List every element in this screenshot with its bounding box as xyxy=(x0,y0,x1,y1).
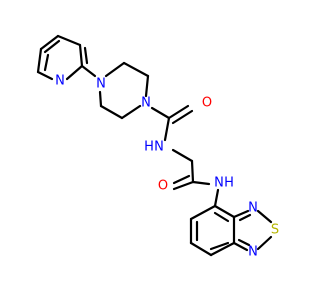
bond xyxy=(213,188,220,208)
bond xyxy=(232,209,250,219)
atom-label-layer: N N N O H N O N H N S N xyxy=(55,74,279,260)
bond xyxy=(171,148,194,163)
bond xyxy=(36,70,54,81)
bond xyxy=(213,204,236,219)
piperazine-nitrogen-label-top: N xyxy=(96,77,106,92)
bond xyxy=(189,204,217,221)
bond xyxy=(83,46,89,65)
amide-nitrogen-label-top: N xyxy=(154,140,164,155)
bond xyxy=(78,43,84,68)
bond xyxy=(256,235,273,251)
bond xyxy=(43,53,50,72)
bond xyxy=(163,116,171,142)
bond xyxy=(80,64,97,78)
thiadiazole-sulfur-label: S xyxy=(271,223,279,238)
bond xyxy=(98,90,103,108)
bond xyxy=(36,47,43,74)
bond xyxy=(213,211,230,223)
bond xyxy=(120,104,142,120)
bond xyxy=(172,180,195,191)
bond-layer xyxy=(36,34,273,257)
bond xyxy=(65,64,84,81)
thiadiazole-nitrogen-label-bottom: N xyxy=(248,245,258,260)
bond xyxy=(190,159,195,184)
amide-nitrogen-label-bottom: N xyxy=(214,176,224,191)
bond xyxy=(144,74,150,98)
bond xyxy=(209,241,236,257)
carbonyl-oxygen-label-top: O xyxy=(202,96,212,111)
molecule-structure-diagram: N N N O H N O N H N S N xyxy=(36,34,279,260)
piperazine-nitrogen-label-bottom: N xyxy=(141,96,151,111)
bond xyxy=(191,180,211,186)
pyridine-nitrogen-label: N xyxy=(55,74,65,89)
carbonyl-oxygen-label-bottom: O xyxy=(158,179,168,194)
bond xyxy=(209,241,230,251)
bond xyxy=(56,34,82,47)
amide-hydrogen-label-bottom: H xyxy=(224,176,234,191)
bond xyxy=(171,109,194,125)
bond xyxy=(99,104,124,120)
amide-hydrogen-label-top: H xyxy=(144,140,154,155)
bond xyxy=(167,104,190,120)
bond xyxy=(172,174,191,185)
bond xyxy=(104,61,126,78)
bond xyxy=(43,39,61,54)
bond xyxy=(189,241,213,257)
bond xyxy=(122,61,150,78)
thiadiazole-nitrogen-label-top: N xyxy=(248,201,258,216)
bond xyxy=(237,238,251,247)
bond xyxy=(232,241,249,252)
bond xyxy=(256,209,273,224)
bond xyxy=(39,34,60,51)
bond xyxy=(238,213,252,222)
bond xyxy=(150,106,171,120)
